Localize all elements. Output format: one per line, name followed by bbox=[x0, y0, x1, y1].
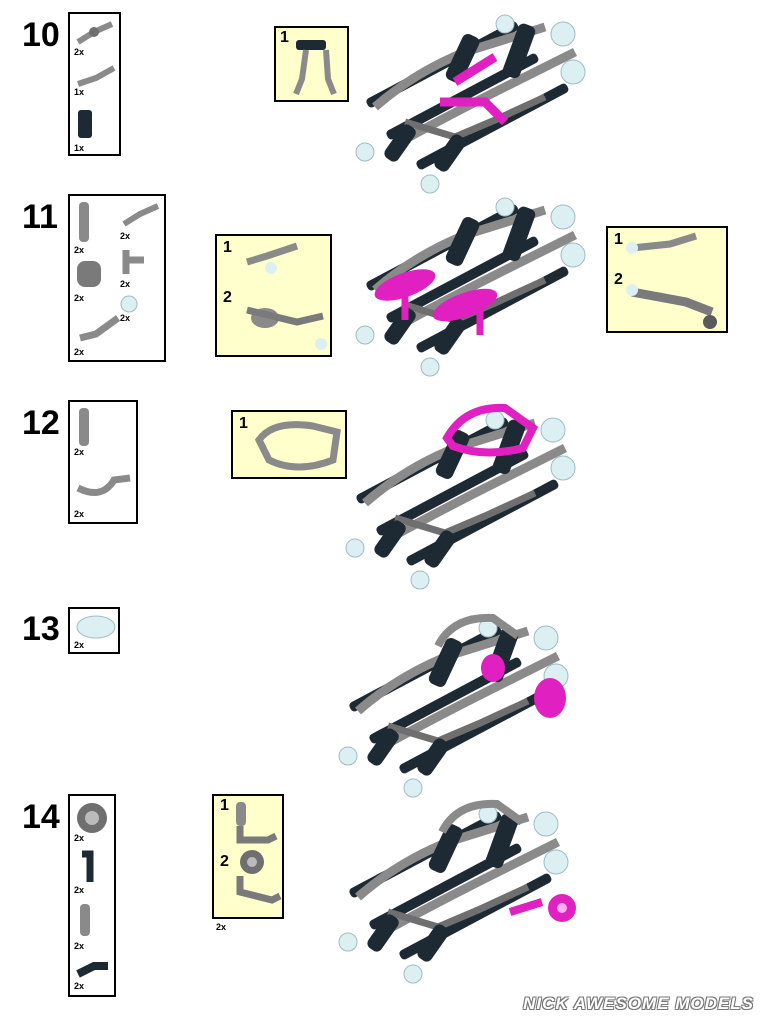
sub-assembly-box: 1 2 bbox=[606, 226, 728, 333]
part-qty: 2x bbox=[120, 279, 131, 289]
part-qty: 2x bbox=[74, 347, 85, 357]
part-qty: 2x bbox=[74, 293, 85, 303]
part-qty: 2x bbox=[74, 640, 85, 650]
part-gray-connector bbox=[122, 203, 160, 227]
sub-step-number: 1 bbox=[223, 239, 232, 256]
part-qty: 2x bbox=[74, 447, 85, 457]
part-beam bbox=[79, 315, 121, 342]
model-assembly bbox=[335, 403, 585, 598]
part-qty: 2x bbox=[74, 833, 85, 843]
part-gear-hub bbox=[77, 803, 107, 833]
part-axle-pin bbox=[79, 408, 89, 446]
part-trans-wheel bbox=[76, 615, 116, 639]
parts-list: 2x 2x bbox=[68, 400, 138, 524]
sub-assembly-box: 1 bbox=[231, 410, 347, 479]
part-gray-connector bbox=[76, 21, 114, 45]
part-qty: 2x bbox=[74, 245, 85, 255]
sub-step-number: 2 bbox=[614, 271, 623, 288]
part-trans-disc bbox=[120, 295, 138, 313]
parts-list: 2x 2x 2x 2x bbox=[68, 794, 116, 997]
part-qty: 2x bbox=[74, 47, 85, 57]
part-dark-pin bbox=[82, 850, 94, 882]
watermark-logo: NICK AWESOME MODELS bbox=[523, 994, 754, 1013]
part-qty: 2x bbox=[74, 509, 85, 519]
sub-assembly-part bbox=[293, 40, 337, 96]
sub-step-number: 1 bbox=[280, 29, 289, 46]
step-number: 11 bbox=[22, 198, 58, 236]
part-dark-block bbox=[78, 110, 92, 138]
sub-assembly-box: 1 2 bbox=[215, 234, 332, 357]
step-number: 12 bbox=[22, 404, 60, 442]
sub-step-number: 2 bbox=[223, 289, 232, 306]
sub-assembly-part bbox=[254, 421, 341, 471]
part-qty: 2x bbox=[216, 922, 227, 932]
sub-assembly-part bbox=[626, 232, 717, 329]
sub-step-number: 1 bbox=[614, 231, 623, 248]
part-round-block bbox=[77, 261, 101, 287]
part-qty: 1x bbox=[74, 143, 85, 153]
part-qty: 2x bbox=[74, 981, 85, 991]
model-assembly bbox=[318, 613, 578, 806]
part-gray-connector bbox=[122, 250, 144, 274]
sub-assembly-part bbox=[245, 242, 327, 350]
step-number: 14 bbox=[22, 798, 60, 836]
part-curved-beam bbox=[76, 474, 131, 496]
part-qty: 2x bbox=[74, 885, 85, 895]
parts-list: 2x 2x 2x 2x 2x 2x bbox=[68, 194, 166, 362]
step-number: 10 bbox=[22, 16, 60, 54]
step-number: 13 bbox=[22, 610, 60, 648]
part-qty: 2x bbox=[120, 231, 131, 241]
part-qty: 2x bbox=[120, 313, 131, 323]
sub-assembly-box: 1 bbox=[274, 26, 349, 102]
part-axle-pin bbox=[80, 904, 90, 936]
parts-list: 2x 1x 1x bbox=[68, 12, 121, 156]
part-qty: 2x bbox=[74, 941, 85, 951]
part-qty: 1x bbox=[74, 87, 85, 97]
parts-list: 2x bbox=[68, 607, 120, 654]
model-assembly bbox=[345, 12, 595, 202]
sub-step-number: 1 bbox=[239, 415, 248, 432]
model-assembly bbox=[322, 799, 576, 992]
sub-assembly-box: 1 2 bbox=[212, 794, 284, 919]
sub-step-number: 1 bbox=[220, 797, 229, 814]
sub-step-number: 2 bbox=[220, 853, 229, 870]
part-axle-pin bbox=[79, 202, 89, 242]
part-gray-connector bbox=[77, 65, 116, 87]
sub-assembly-part bbox=[236, 802, 282, 904]
model-assembly bbox=[345, 195, 595, 385]
part-dark-connector bbox=[76, 962, 108, 978]
